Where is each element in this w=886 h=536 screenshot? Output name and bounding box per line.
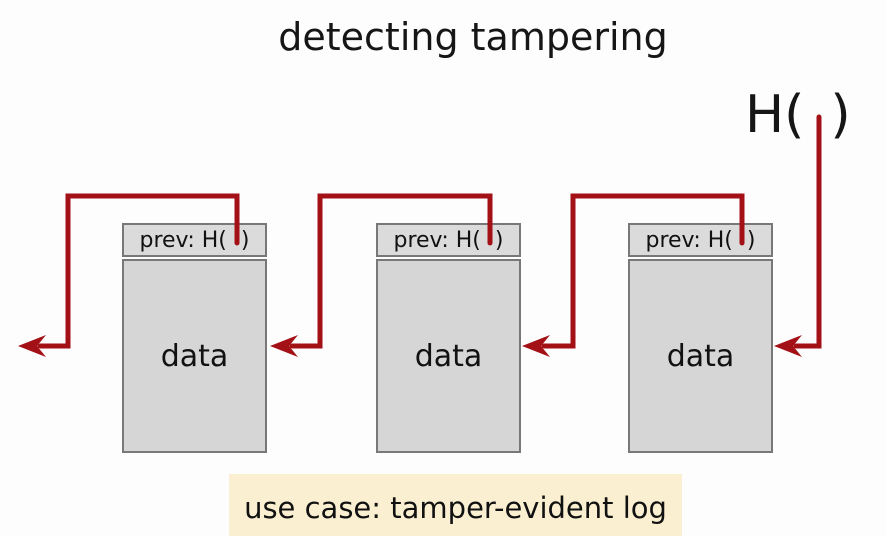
block-2-data-field: data: [376, 259, 521, 453]
block-1-prev-label: prev: H(: [139, 227, 227, 253]
arrow-left-icon: [522, 335, 550, 357]
arrow-left-icon: [18, 335, 46, 357]
hash-chain-block-2: prev: H() data: [376, 223, 521, 453]
block-2-prev-close-paren: ): [494, 227, 504, 253]
hash-function-pointer-arrow: [774, 114, 822, 357]
block-3-prev-label: prev: H(: [645, 227, 733, 253]
block-1-prev-hash-field: prev: H(): [122, 223, 267, 257]
block-2-prev-label: prev: H(: [393, 227, 481, 253]
arrow-left-icon: [270, 335, 298, 357]
hash-close: ): [830, 85, 851, 145]
hash-chain-block-1: prev: H() data: [122, 223, 267, 453]
page-title: detecting tampering: [278, 15, 668, 59]
block-3-data-field: data: [628, 259, 773, 453]
hash-chain-block-3: prev: H() data: [628, 223, 773, 453]
hash-function-annotation: H(): [745, 86, 851, 144]
block-2-data-label: data: [414, 338, 483, 374]
arrow-shaft: [793, 114, 822, 349]
use-case-caption-text: use case: tamper-evident log: [244, 491, 667, 525]
arrow-left-icon: [774, 335, 802, 357]
block-1-prev-close-paren: ): [240, 227, 250, 253]
block-1-data-label: data: [160, 338, 229, 374]
block-2-prev-hash-field: prev: H(): [376, 223, 521, 257]
use-case-caption: use case: tamper-evident log: [229, 474, 682, 536]
block-3-data-label: data: [666, 338, 735, 374]
block-1-data-field: data: [122, 259, 267, 453]
hash-open: H(: [745, 85, 805, 145]
block-3-prev-hash-field: prev: H(): [628, 223, 773, 257]
block-3-prev-close-paren: ): [746, 227, 756, 253]
